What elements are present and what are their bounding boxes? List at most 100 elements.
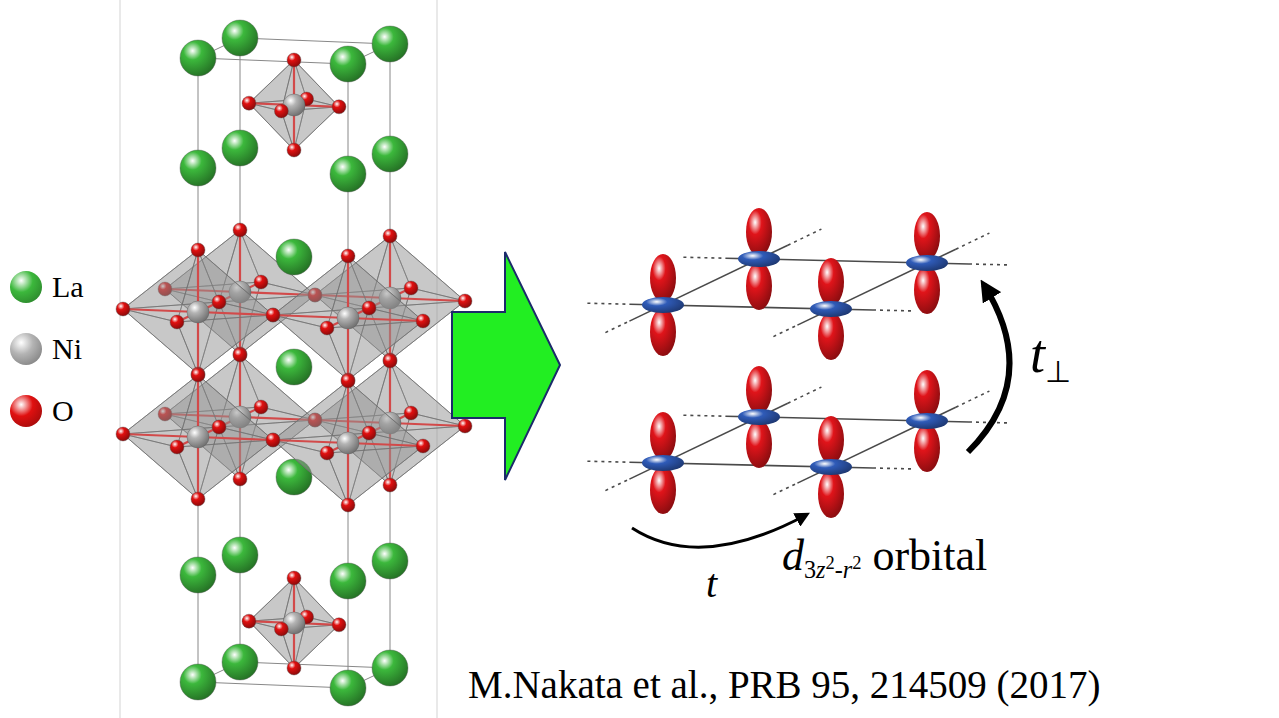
lanthanum-atom [276,349,312,385]
nickel-atom [337,432,359,454]
orbital-ring [642,297,684,313]
label-part: t [1030,324,1045,384]
lattice-bond-dotted [605,479,629,491]
crystal-structure [116,20,472,706]
oxygen-atom [320,446,334,460]
legend-entry: O [10,394,74,427]
ni-o-bond [198,437,273,440]
hopping-label: t⊥ [1030,322,1071,387]
oxygen-atom [212,420,226,434]
oxygen-atom [191,367,205,381]
oxygen-atom [170,440,184,454]
lanthanum-atom [330,563,366,599]
legend-text: Ni [52,332,82,365]
lanthanum-atom [222,20,258,56]
lattice-bond-dotted [773,483,797,495]
lanthanum-atom [180,40,216,76]
lattice-bond-dotted [683,257,725,258]
oxygen-atom [266,433,280,447]
oxygen-atom [404,406,418,420]
d-orbital [642,254,684,356]
octahedron [266,374,430,512]
oxygen-atom [212,295,226,309]
oxygen-atom [191,243,205,257]
lattice-bond-dotted [956,391,990,407]
lanthanum-atom [372,26,408,62]
oxygen-atom [458,419,472,433]
panel-border [119,0,121,718]
oxygen-atom [170,315,184,329]
oxygen-atom [266,308,280,322]
ni-o-bond [273,315,348,318]
lattice-bond-dotted [683,415,725,416]
label-part: 2 [852,553,861,573]
ni-o-bond [198,312,273,315]
oxygen-atom [242,614,256,628]
orbital-ring [906,413,948,429]
oxygen-atom [254,275,268,289]
legend-text: O [52,394,74,427]
orbital-ring [642,455,684,471]
octahedron-face [177,440,273,499]
oxygen-atom [332,100,346,114]
oxygen-atom [287,571,301,585]
orbital-lobe [746,208,772,256]
oxygen-atom [383,353,397,367]
octahedron [116,243,280,381]
orbital-lobe [746,420,772,468]
nickel-atom [337,307,359,329]
label-part: - [835,556,843,583]
orbital-ring [738,251,780,267]
oxygen-atom [254,400,268,414]
label-part: orbital [861,531,987,580]
d-orbital [906,212,948,314]
lattice-bond-dotted [873,468,915,469]
lattice-bond-dotted [587,303,629,304]
oxygen-atom [191,368,205,382]
hopping-label: d3z2-r2 orbital [782,530,987,583]
octahedron [266,249,430,387]
lanthanum-atom [276,239,312,275]
lanthanum-atom [330,156,366,192]
legend-swatch [10,333,42,365]
hopping-arrow [632,515,806,547]
lanthanum-atom [222,130,258,166]
ni-o-bond [390,298,465,301]
legend-entry: La [10,270,84,303]
orbital-lobe [746,262,772,310]
orbital-lobe [818,312,844,360]
lanthanum-atom [372,136,408,172]
lanthanum-atom [180,557,216,593]
oxygen-atom [287,143,301,157]
orbital-lobe [914,424,940,472]
nickel-atom [187,301,209,323]
lattice-bond-dotted [587,461,629,462]
green-arrow [452,252,560,480]
lanthanum-atom [330,670,366,706]
orbital-ring [810,459,852,475]
oxygen-atom [341,374,355,388]
lanthanum-atom [180,150,216,186]
oxygen-atom [274,104,288,118]
d-orbital [810,258,852,360]
legend-text: La [52,270,84,303]
octahedron-face [327,321,423,380]
oxygen-atom [274,622,288,636]
citation: M.Nakata et al., PRB 95, 214509 (2017) [468,662,1101,709]
orbital-lobe [650,466,676,514]
lattice-bond [797,249,955,325]
lattice-bond [629,403,787,479]
oxygen-atom [383,478,397,492]
legend-entry: Ni [10,332,82,365]
oxygen-atom [383,229,397,243]
ni-o-bond [348,443,423,446]
orbital-ring [738,409,780,425]
d-orbital [810,416,852,518]
oxygen-atom [362,301,376,315]
label-part: M.Nakata et al., PRB 95, 214509 (2017) [468,663,1101,706]
oxygen-atom [362,426,376,440]
lattice-bond-dotted [788,387,822,403]
orbital-lobe [914,266,940,314]
orbital-ring [906,255,948,271]
orbital-lobe [818,470,844,518]
